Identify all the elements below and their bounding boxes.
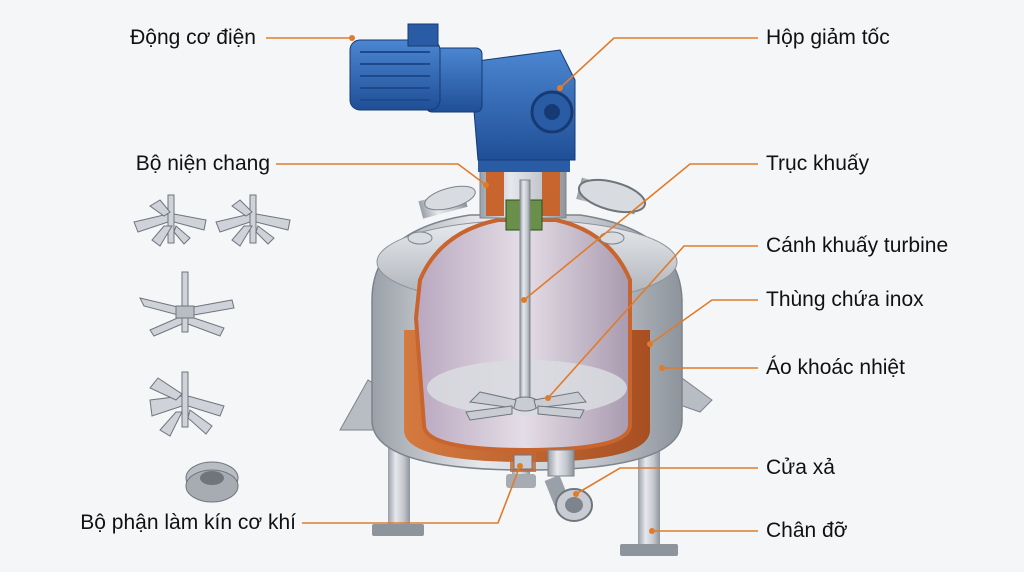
label-gearbox: Hộp giảm tốc	[766, 26, 890, 49]
leader-bushing	[276, 163, 487, 186]
impeller-icon-3	[139, 271, 235, 337]
bottom-outlet	[510, 449, 593, 522]
label-outlet: Cửa xả	[766, 456, 835, 479]
leader-outlet	[575, 467, 758, 495]
leader-dots	[349, 35, 665, 534]
leader-turbine	[547, 245, 758, 399]
label-legs: Chân đỡ	[766, 519, 848, 542]
label-mech-seal: Bộ phận làm kín cơ khí	[80, 511, 296, 534]
leader-lines	[266, 37, 758, 532]
leader-shaft	[523, 163, 758, 301]
impeller-icon-2	[215, 194, 291, 247]
seal-icon	[185, 461, 239, 503]
motor-gearbox-assembly	[349, 23, 576, 172]
leader-tank	[649, 299, 758, 345]
label-tank: Thùng chứa inox	[766, 288, 924, 311]
turbine-impeller	[465, 391, 587, 421]
leader-mech-seal	[302, 465, 521, 524]
label-motor: Động cơ điện	[130, 26, 256, 49]
label-shaft: Trục khuấy	[766, 152, 870, 175]
agitator-shaft	[519, 179, 531, 411]
impeller-icon-4	[149, 371, 225, 437]
leader-gearbox	[559, 37, 758, 89]
impeller-icon-1	[133, 194, 207, 247]
label-turbine: Cánh khuấy turbine	[766, 234, 949, 257]
label-bushing: Bộ niện chang	[135, 152, 270, 175]
label-jacket: Áo khoác nhiệt	[766, 356, 905, 379]
top-nozzles	[407, 177, 647, 245]
